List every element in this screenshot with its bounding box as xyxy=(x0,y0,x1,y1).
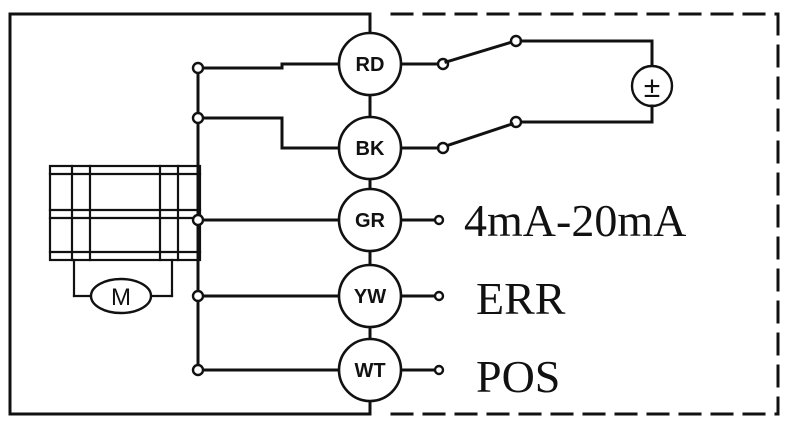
bus-wires xyxy=(196,62,339,372)
terminal-gr: GR xyxy=(337,187,403,253)
terminal-rd: RD xyxy=(337,31,403,97)
terminal-gr-label: GR xyxy=(355,210,386,232)
output-position-label: POS xyxy=(476,351,560,402)
power-source-label: ± xyxy=(644,71,660,104)
output-current-label: 4mA-20mA xyxy=(464,195,686,246)
motor-label: M xyxy=(111,284,131,311)
terminal-yw: YW xyxy=(337,263,403,329)
terminal-wt-label: WT xyxy=(354,360,385,382)
motor: M xyxy=(72,258,174,315)
terminal-bk-label: BK xyxy=(356,138,385,160)
terminal-yw-label: YW xyxy=(354,286,386,308)
valve-body xyxy=(48,164,202,262)
enclosure-dashed xyxy=(390,12,780,416)
output-leads xyxy=(401,214,445,376)
switch-circuit: ± xyxy=(401,34,674,155)
bus-junctions xyxy=(191,61,205,377)
terminal-wt: WT xyxy=(337,337,403,403)
enclosure-solid xyxy=(8,12,372,416)
motor-symbol xyxy=(89,277,153,315)
terminal-bk: BK xyxy=(337,115,403,181)
terminal-rd-label: RD xyxy=(356,54,385,76)
output-error-label: ERR xyxy=(476,273,566,324)
